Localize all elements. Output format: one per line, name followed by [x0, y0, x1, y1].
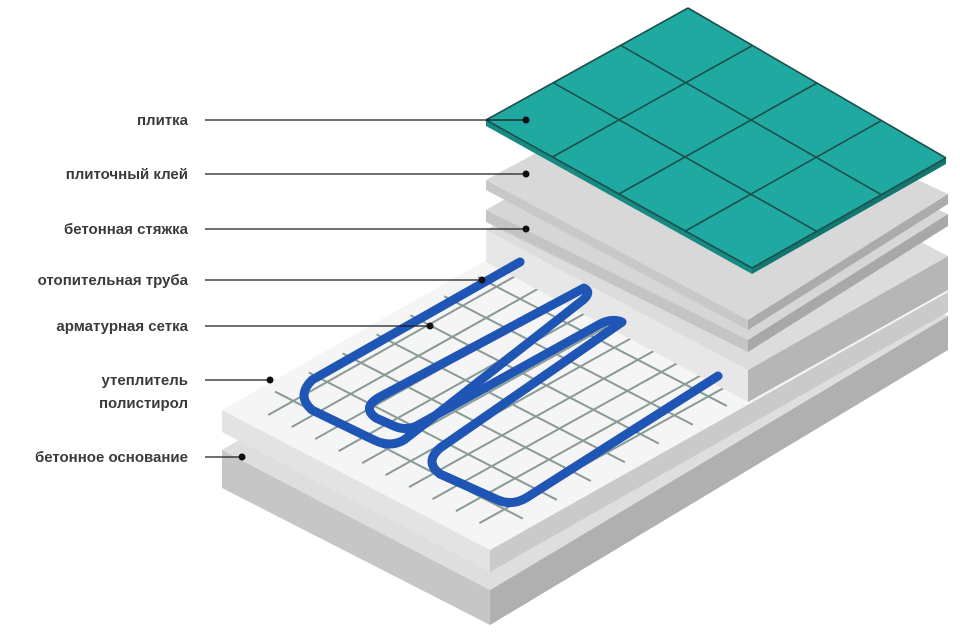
label-screed: бетонная стяжка: [64, 221, 189, 238]
insulation-front: [222, 410, 490, 572]
heating-pipe: [299, 257, 723, 508]
label-concrete-base: бетонное основание: [35, 449, 188, 466]
label-insulation-line2: полистирол: [99, 395, 188, 412]
concrete-base-side: [490, 316, 948, 625]
concrete-base-front: [222, 450, 490, 625]
label-insulation-line1: утеплитель: [102, 372, 188, 389]
tile-top: [486, 8, 946, 268]
grid-line: [751, 157, 947, 269]
grid-line: [685, 119, 882, 232]
leader-heating-pipe-dot: [478, 276, 486, 284]
tile-front-edge: [752, 158, 946, 274]
heating-pipe-path: [299, 257, 723, 508]
tile-adhesive-front: [486, 180, 748, 330]
label-heating-pipe: отопительная труба: [38, 272, 189, 289]
grid-line: [485, 7, 689, 121]
label-rebar-mesh: арматурная сетка: [56, 318, 188, 335]
label-tile: плитка: [137, 112, 189, 129]
leader-lines: [205, 116, 530, 461]
screed-block-front: [486, 230, 748, 402]
label-tile-adhesive: плиточный клей: [66, 166, 188, 183]
tile-layer: [485, 7, 947, 274]
leader-tile-dot: [522, 116, 530, 124]
insulation-side: [490, 292, 948, 572]
leader-concrete-base-dot: [238, 453, 246, 461]
tile-side-edge: [486, 120, 752, 274]
labels: плитка плиточный клей бетонная стяжка от…: [35, 112, 189, 466]
tile-adhesive-side: [748, 194, 948, 330]
screed-front: [486, 210, 748, 352]
leader-screed-dot: [522, 225, 530, 233]
grid-line: [552, 44, 753, 158]
leader-tile-adhesive-dot: [522, 170, 530, 178]
screed-block-side: [748, 256, 948, 402]
grid-line: [618, 82, 818, 195]
tile-grout-lines: [485, 7, 947, 269]
leader-insulation-dot: [266, 376, 274, 384]
leader-rebar-mesh-dot: [426, 322, 434, 330]
screed-side: [748, 214, 948, 352]
